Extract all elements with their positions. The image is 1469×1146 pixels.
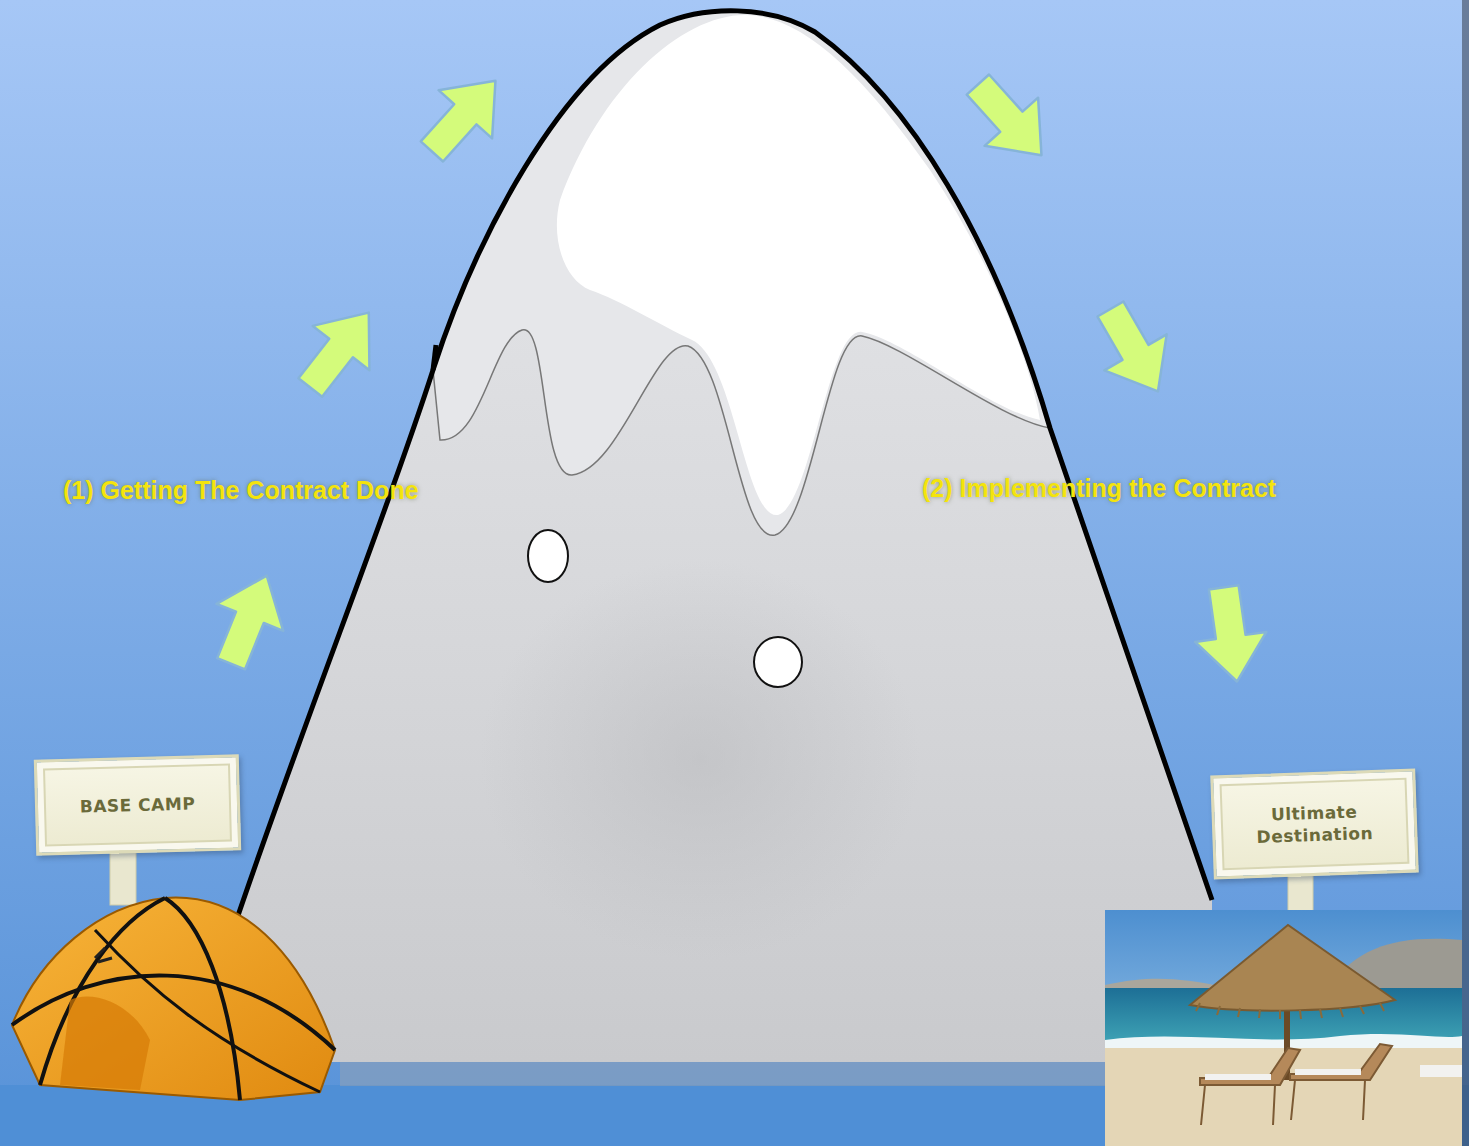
- snow-cap: [433, 11, 1050, 535]
- sign-text: BASE CAMP: [80, 792, 196, 817]
- chair-cushion: [1420, 1065, 1462, 1077]
- mountain-outline: [433, 345, 436, 370]
- tent-logo: [95, 948, 112, 962]
- up-arrow: [198, 562, 300, 677]
- sign-board: BASE CAMP: [34, 754, 241, 855]
- sign-board: Ultimate Destination: [1210, 768, 1419, 879]
- tent-pole: [12, 975, 335, 1050]
- up-arrow: [282, 290, 397, 409]
- beach-chair: [1290, 1044, 1392, 1080]
- photo-surf: [1105, 1034, 1462, 1050]
- tent-pole: [165, 898, 240, 1100]
- edge-strip: [1462, 0, 1469, 1146]
- mountain-shading: [480, 560, 920, 960]
- up-arrow: [405, 57, 522, 176]
- beach-photo: [1105, 910, 1462, 1146]
- tent-door: [60, 996, 150, 1090]
- umbrella-fringe: [1196, 1003, 1384, 1019]
- sign-post: [1288, 872, 1313, 914]
- phase-label: (1) Getting The Contract Done: [63, 476, 419, 505]
- chair-leg: [1201, 1080, 1365, 1125]
- sign-post: [110, 850, 136, 905]
- photo-sky: [1105, 910, 1462, 1146]
- mountain-outline: [218, 11, 1212, 1062]
- photo-sand: [1105, 1048, 1462, 1146]
- beach-chair: [1200, 1048, 1300, 1085]
- snowball: [754, 637, 802, 687]
- tent: [12, 898, 335, 1100]
- down-arrow: [1079, 291, 1189, 409]
- snow-highlight: [557, 15, 1040, 515]
- down-arrow: [951, 60, 1068, 179]
- chair-cushion: [1295, 1069, 1361, 1075]
- umbrella-thatch: [1190, 925, 1395, 1011]
- mountain: [218, 11, 1212, 1062]
- phase-label: (2) Implementing the Contract: [922, 474, 1276, 503]
- chair-cushion: [1205, 1074, 1271, 1080]
- mountain-base: [340, 1062, 1212, 1086]
- sign-text: Ultimate Destination: [1239, 799, 1390, 848]
- down-arrow: [1188, 582, 1273, 686]
- tent-body: [12, 898, 335, 1100]
- snowball: [528, 530, 568, 582]
